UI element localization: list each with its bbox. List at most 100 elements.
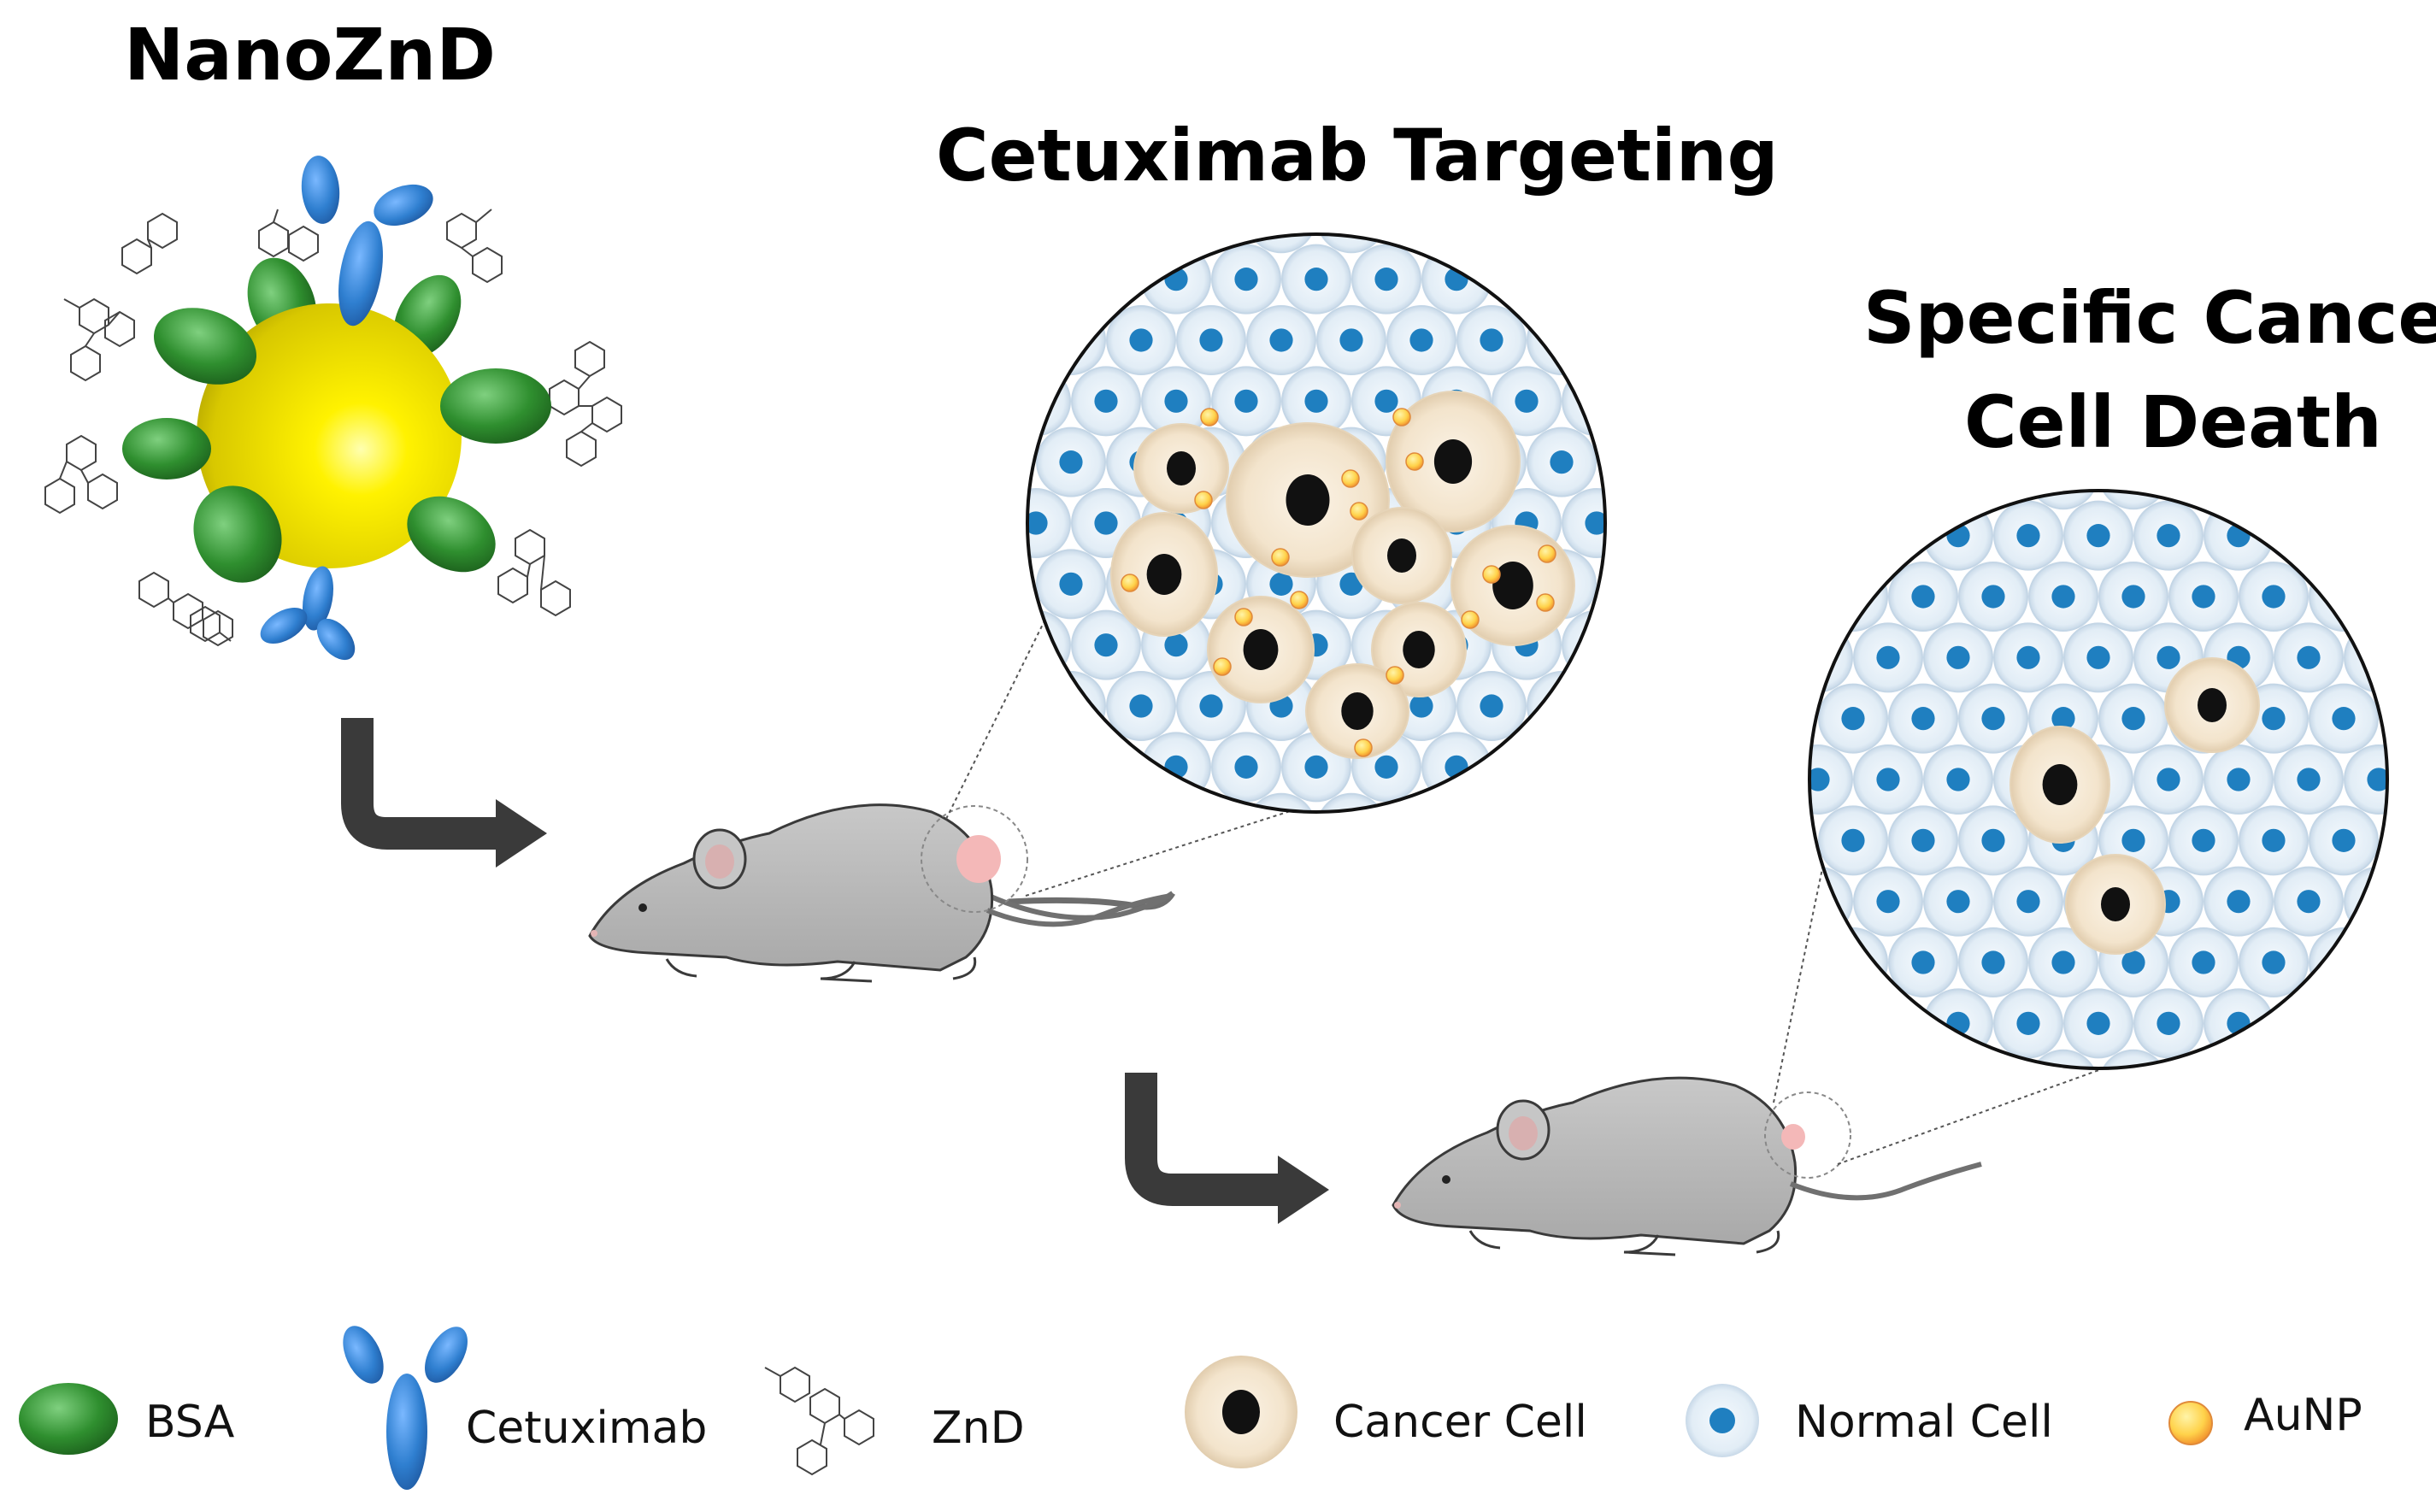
- normal-cell: [1421, 244, 1492, 315]
- arrow-step-2: [1125, 1073, 1329, 1224]
- cancer-cell: [1386, 391, 1521, 532]
- normal-cell: [2063, 988, 2133, 1059]
- normal-cell: [2133, 988, 2204, 1059]
- normal-cell: [1993, 500, 2063, 571]
- normal-cell: [1027, 609, 1071, 680]
- normal-cell: [2204, 500, 2274, 571]
- normal-cell: [1211, 732, 1281, 803]
- normal-cell: [1106, 671, 1176, 742]
- normal-cell: [1958, 927, 2028, 998]
- normal-cell: [1888, 561, 1958, 632]
- normal-cell: [1176, 304, 1246, 375]
- legend-bsa-label: BSA: [145, 1397, 235, 1448]
- normal-cell: [1958, 805, 2028, 876]
- normal-cell: [2168, 805, 2239, 876]
- cetuximab-antibody: [260, 566, 356, 661]
- znd-legend-icon: [764, 1366, 874, 1476]
- normal-cell: [1106, 304, 1176, 375]
- normal-cell: [1071, 366, 1141, 437]
- normal-cell: [2168, 927, 2239, 998]
- normal-cell: [1853, 622, 1923, 693]
- normal-cell: [2344, 622, 2387, 693]
- aunp-particle: [1482, 565, 1501, 584]
- normal-cell: [1923, 500, 1993, 571]
- normal-cell: [2309, 927, 2379, 998]
- normal-cell: [2204, 744, 2274, 815]
- normal-cell: [1211, 244, 1281, 315]
- nanoznd-title: NanoZnD: [124, 13, 496, 97]
- legend-cetuximab-label: Cetuximab: [466, 1403, 708, 1454]
- normal-cell: [1316, 304, 1386, 375]
- normal-cell: [2098, 683, 2168, 754]
- aunp-particle: [1200, 408, 1219, 427]
- normal-cell: [2028, 561, 2098, 632]
- normal-cell: [2204, 866, 2274, 937]
- tumor-zoom-targeting: [1026, 232, 1607, 814]
- normal-cell: [1036, 549, 1106, 620]
- normal-cell: [1562, 488, 1605, 558]
- cancer-cell: [2009, 726, 2110, 844]
- normal-cell: [1071, 609, 1141, 680]
- normal-cell: [2309, 683, 2379, 754]
- aunp-particle: [1234, 608, 1253, 627]
- normal-cell: [1141, 366, 1211, 437]
- bsa-protein: [122, 418, 211, 479]
- normal-cell: [1456, 304, 1527, 375]
- legend-icons: [19, 1326, 2213, 1490]
- znd-molecules: [44, 209, 622, 647]
- normal-cell: [1818, 683, 1888, 754]
- normal-cell: [1027, 488, 1071, 558]
- cancer-cell: [2164, 657, 2260, 753]
- normal-cell: [1562, 366, 1605, 437]
- normal-cell: [1809, 866, 1853, 937]
- normal-cell: [1809, 622, 1853, 693]
- normal-cell: [1492, 366, 1562, 437]
- normal-cell: [2133, 744, 2204, 815]
- normal-cell: [2274, 744, 2344, 815]
- aunp-particle: [1538, 544, 1556, 563]
- normal-cell: [1527, 671, 1597, 742]
- bsa-protein: [407, 496, 496, 573]
- normal-cell: [1036, 671, 1106, 742]
- mouse-with-tumor: [588, 572, 1475, 983]
- aunp-particle: [1341, 469, 1360, 488]
- normal-cell: [1818, 927, 1888, 998]
- cetuximab-antibody: [301, 156, 433, 327]
- normal-cell: [1809, 744, 1853, 815]
- aunp-particle: [1354, 738, 1373, 757]
- normal-cell: [1141, 244, 1211, 315]
- normal-cell: [1281, 244, 1351, 315]
- normal-cell: [2239, 561, 2309, 632]
- normal-cell: [1923, 988, 1993, 1059]
- cancer-cell-legend-icon: [1185, 1356, 1297, 1468]
- aunp-particle: [1121, 574, 1139, 592]
- bsa-protein: [193, 485, 282, 583]
- normal-cell: [1246, 792, 1316, 812]
- normal-cell: [2274, 622, 2344, 693]
- aunp-particle: [1461, 610, 1480, 629]
- cancer-cell: [1305, 663, 1409, 759]
- normal-cell: [1923, 744, 1993, 815]
- aunp-particle: [1271, 548, 1290, 567]
- normal-cell: [2309, 561, 2379, 632]
- normal-cell: [2309, 805, 2379, 876]
- normal-cell: [1527, 427, 1597, 497]
- normal-cell: [1993, 622, 2063, 693]
- normal-cell: [2098, 561, 2168, 632]
- normal-cell: [1027, 366, 1071, 437]
- normal-cell: [2063, 500, 2133, 571]
- cetuximab-targeting-title: Cetuximab Targeting: [936, 114, 1779, 197]
- normal-cell: [1351, 244, 1421, 315]
- legend-normal-cell-label: Normal Cell: [1795, 1397, 2053, 1448]
- aunp-particle: [1392, 408, 1411, 427]
- normal-cell: [1316, 792, 1386, 812]
- normal-cell: [2098, 1049, 2168, 1068]
- normal-cell: [1456, 671, 1527, 742]
- normal-cell: [1386, 304, 1456, 375]
- normal-cell: [2028, 1049, 2098, 1068]
- normal-cell: [1246, 304, 1316, 375]
- normal-cell: [2204, 988, 2274, 1059]
- aunp-particle: [1213, 657, 1232, 676]
